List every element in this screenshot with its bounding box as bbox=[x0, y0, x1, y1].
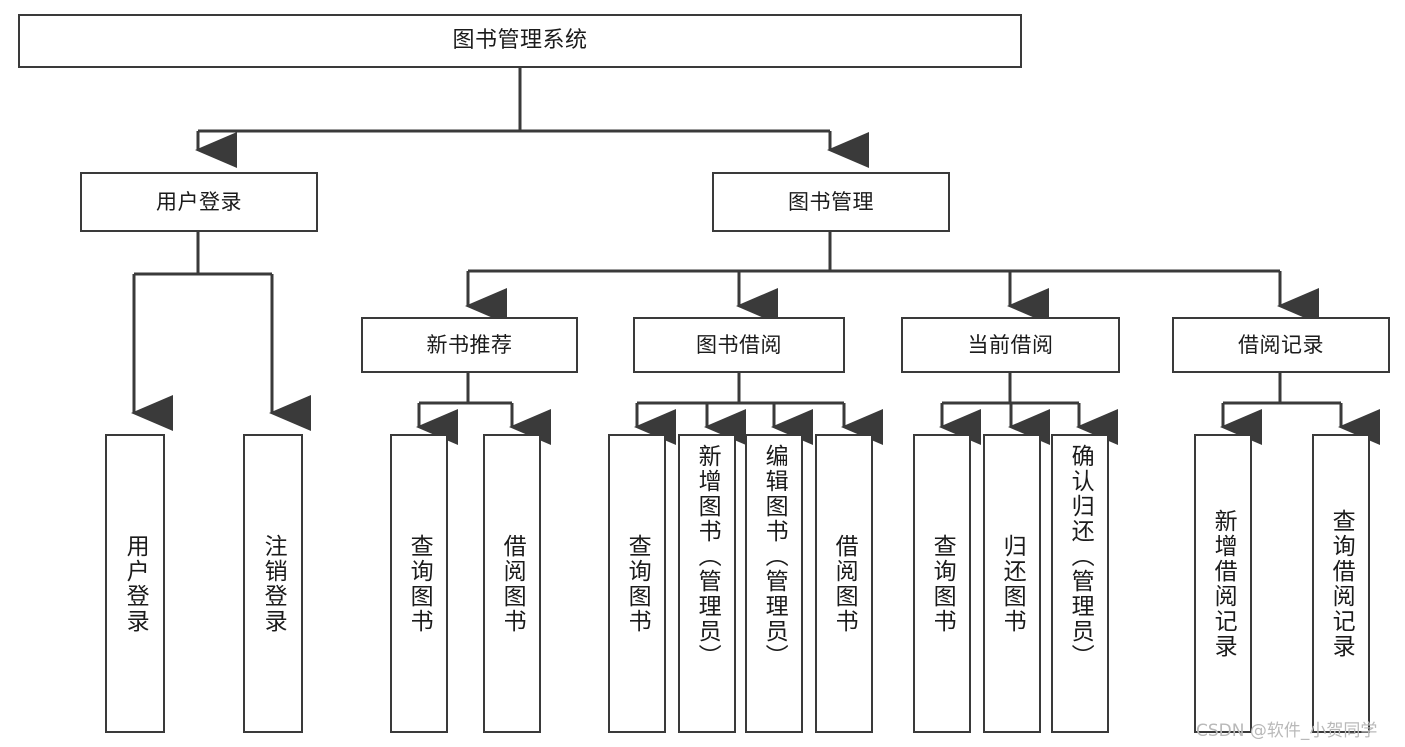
node-user-login[interactable]: 用户登录 bbox=[80, 172, 318, 232]
node-leaf-edit-book-label: 编辑图书（管理员） bbox=[761, 444, 788, 669]
node-leaf-return-book-label: 归还图书 bbox=[999, 533, 1026, 634]
node-leaf-user-login[interactable]: 用户登录 bbox=[105, 434, 165, 733]
node-book-borrow-label: 图书借阅 bbox=[696, 332, 782, 357]
node-leaf-logout-login[interactable]: 注销登录 bbox=[243, 434, 303, 733]
csdn-watermark: CSDN @软件_小贺同学 bbox=[1196, 721, 1378, 741]
node-leaf-query-book-1-label: 查询图书 bbox=[406, 533, 433, 634]
node-root-label: 图书管理系统 bbox=[452, 28, 588, 54]
node-root[interactable]: 图书管理系统 bbox=[18, 14, 1022, 68]
node-leaf-add-book-label: 新增图书（管理员） bbox=[694, 444, 721, 669]
node-leaf-edit-book[interactable]: 编辑图书（管理员） bbox=[745, 434, 803, 733]
node-leaf-confirm-return[interactable]: 确认归还（管理员） bbox=[1051, 434, 1109, 733]
node-leaf-query-record[interactable]: 查询借阅记录 bbox=[1312, 434, 1370, 733]
node-leaf-borrow-book-2-label: 借阅图书 bbox=[831, 533, 858, 634]
node-leaf-logout-login-label: 注销登录 bbox=[260, 533, 287, 634]
node-leaf-add-record[interactable]: 新增借阅记录 bbox=[1194, 434, 1252, 733]
node-new-book-recommend[interactable]: 新书推荐 bbox=[361, 317, 578, 373]
node-book-manage-label: 图书管理 bbox=[788, 189, 874, 214]
node-leaf-query-book-2[interactable]: 查询图书 bbox=[608, 434, 666, 733]
node-leaf-add-book[interactable]: 新增图书（管理员） bbox=[678, 434, 736, 733]
node-leaf-add-record-label: 新增借阅记录 bbox=[1210, 508, 1237, 659]
node-leaf-query-book-3[interactable]: 查询图书 bbox=[913, 434, 971, 733]
node-user-login-label: 用户登录 bbox=[156, 189, 242, 214]
node-leaf-borrow-book-2[interactable]: 借阅图书 bbox=[815, 434, 873, 733]
node-current-borrow[interactable]: 当前借阅 bbox=[901, 317, 1120, 373]
node-leaf-return-book[interactable]: 归还图书 bbox=[983, 434, 1041, 733]
node-book-borrow[interactable]: 图书借阅 bbox=[633, 317, 845, 373]
node-leaf-borrow-book-1-label: 借阅图书 bbox=[499, 533, 526, 634]
node-leaf-borrow-book-1[interactable]: 借阅图书 bbox=[483, 434, 541, 733]
node-current-borrow-label: 当前借阅 bbox=[967, 332, 1054, 357]
node-new-book-recommend-label: 新书推荐 bbox=[426, 332, 513, 357]
node-borrow-record[interactable]: 借阅记录 bbox=[1172, 317, 1390, 373]
node-borrow-record-label: 借阅记录 bbox=[1238, 332, 1324, 357]
node-leaf-query-book-3-label: 查询图书 bbox=[929, 533, 956, 634]
node-leaf-query-book-1[interactable]: 查询图书 bbox=[390, 434, 448, 733]
node-leaf-confirm-return-label: 确认归还（管理员） bbox=[1067, 444, 1094, 669]
node-leaf-query-book-2-label: 查询图书 bbox=[624, 533, 651, 634]
node-book-manage[interactable]: 图书管理 bbox=[712, 172, 950, 232]
node-leaf-user-login-label: 用户登录 bbox=[122, 533, 149, 634]
node-leaf-query-record-label: 查询借阅记录 bbox=[1328, 508, 1355, 659]
